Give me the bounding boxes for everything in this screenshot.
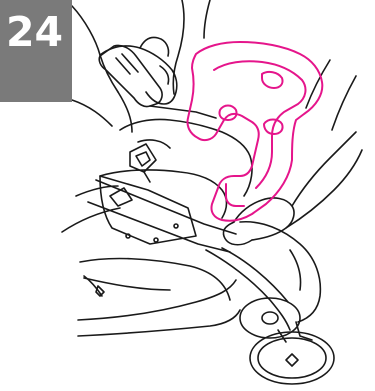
wheel-housing: [240, 222, 320, 322]
front-wheel: [250, 332, 334, 384]
canopy-strap: [84, 276, 102, 296]
left-hand-thumb: [160, 66, 169, 84]
right-arm-upper-2: [332, 76, 356, 130]
handle-tube: [150, 106, 216, 118]
seat-fabric: [100, 170, 227, 218]
rear-wheel-hub: [262, 312, 278, 324]
step-number: 24: [6, 10, 63, 54]
frame-bar: [96, 180, 236, 234]
front-leg-2: [222, 248, 288, 302]
highlight-frame-outer: [187, 42, 322, 221]
highlight-clip: [226, 184, 244, 206]
upper-arm-outline-2: [72, 100, 112, 126]
highlight-slot-1: [262, 72, 283, 88]
wheel-housing-2: [290, 250, 301, 290]
front-wheel-inner: [258, 338, 326, 378]
canopy-lower: [78, 280, 236, 320]
right-arm-top: [173, 0, 184, 94]
buckle-inner: [136, 152, 150, 166]
frame-bar-2: [88, 202, 230, 252]
jacket-outline-2: [118, 92, 132, 132]
frame-rivet-2: [154, 238, 158, 242]
frame-rivet-3: [174, 224, 178, 228]
front-wheel-hub: [286, 354, 298, 366]
left-hand-fingers: [140, 37, 169, 56]
step-badge: 24: [0, 0, 72, 102]
right-hand-lower-wrist: [292, 132, 356, 206]
right-arm-top-2: [204, 0, 210, 38]
highlight-frame-inner: [214, 61, 305, 188]
highlight-slot-3: [219, 106, 236, 121]
right-hand-lower-fingers: [223, 222, 252, 245]
frame-rivet: [126, 234, 130, 238]
buckle-strap: [144, 172, 150, 182]
jacket-fold: [138, 140, 170, 148]
jacket-outline: [120, 119, 252, 196]
right-hand-lower-wrist-2: [286, 150, 362, 228]
buckle: [130, 144, 156, 172]
canopy-bottom: [78, 310, 240, 336]
canopy-strap-end: [96, 286, 104, 296]
